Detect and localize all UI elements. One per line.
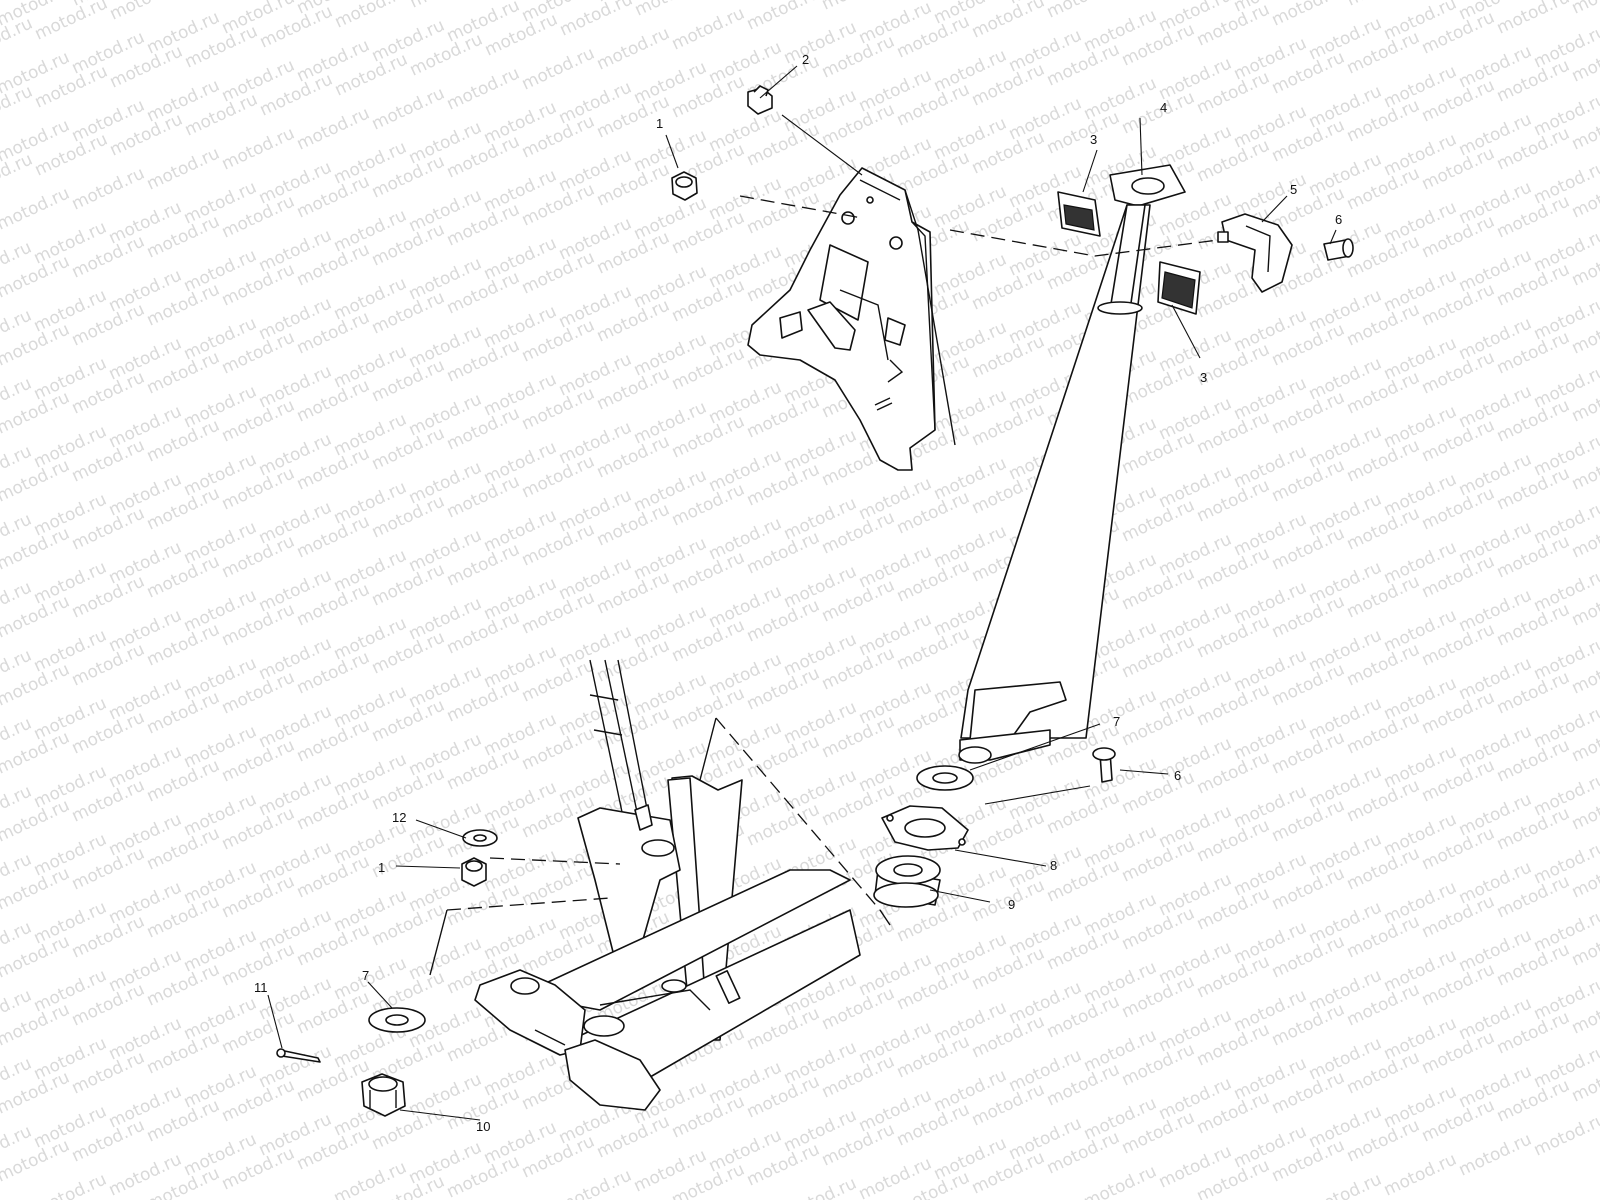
watermark-text: motod.ru: [1306, 1169, 1385, 1200]
callout-3-upper: 3: [1090, 132, 1097, 147]
callout-8: 8: [1050, 858, 1057, 873]
washer-lower-left: [368, 1007, 426, 1033]
watermark-text: motod.ru: [369, 83, 448, 134]
watermark-text: motod.ru: [632, 0, 711, 21]
callout-7-right: 7: [1113, 714, 1120, 729]
callout-5: 5: [1290, 182, 1297, 197]
watermark-text: motod.ru: [519, 43, 598, 94]
watermark-text: motod.ru: [144, 143, 223, 194]
callout-11: 11: [254, 980, 268, 995]
watermark-text: motod.ru: [1081, 1161, 1160, 1200]
watermark-text: motod.ru: [31, 1169, 110, 1200]
watermark-text: motod.ru: [594, 23, 673, 74]
watermark-text: motod.ru: [332, 0, 411, 33]
nut-upper: [671, 171, 698, 201]
watermark-text: motod.ru: [1456, 1129, 1535, 1180]
watermark-text: motod.ru: [1569, 0, 1600, 19]
watermark-text: motod.ru: [556, 1165, 635, 1200]
washer-small: [462, 829, 498, 847]
watermark-text: motod.ru: [707, 0, 786, 1]
watermark-text: motod.ru: [69, 163, 148, 214]
callout-7-left: 7: [362, 968, 369, 983]
watermark-text: motod.ru: [1119, 0, 1198, 3]
watermark-text: motod.ru: [1344, 0, 1423, 11]
watermark-text: motod.ru: [294, 103, 373, 154]
callout-2: 2: [802, 52, 809, 67]
bolt-lower-right: [1092, 747, 1116, 783]
watermark-text: motod.ru: [1269, 0, 1348, 31]
bearing: [873, 855, 941, 908]
callout-9: 9: [1008, 897, 1015, 912]
watermark-text: motod.ru: [444, 63, 523, 114]
watermark-text: motod.ru: [182, 0, 261, 5]
callout-3-lower: 3: [1200, 370, 1207, 385]
watermark-text: motod.ru: [1531, 1109, 1600, 1160]
washer-lower-right: [916, 765, 974, 791]
watermark-text: motod.ru: [219, 123, 298, 174]
callout-10: 10: [476, 1119, 490, 1134]
watermark-text: motod.ru: [1381, 1149, 1460, 1200]
callout-12: 12: [392, 810, 406, 825]
watermark-text: motod.ru: [407, 0, 486, 13]
callout-4: 4: [1160, 100, 1167, 115]
callout-1-upper: 1: [656, 116, 663, 131]
watermark-text: motod.ru: [781, 1173, 860, 1200]
watermark-text: motod.ru: [107, 0, 186, 25]
nut-lower: [461, 857, 487, 887]
watermark-text: motod.ru: [1044, 0, 1123, 23]
callout-1-lower: 1: [378, 860, 385, 875]
watermark-text: motod.ru: [0, 183, 73, 234]
watermark-text: motod.ru: [669, 3, 748, 54]
callout-6-upper: 6: [1335, 212, 1342, 227]
watermark-text: motod.ru: [819, 0, 898, 15]
watermark-text: motod.ru: [1494, 0, 1573, 39]
callout-6-lower: 6: [1174, 768, 1181, 783]
watermark-text: motod.ru: [744, 0, 823, 35]
